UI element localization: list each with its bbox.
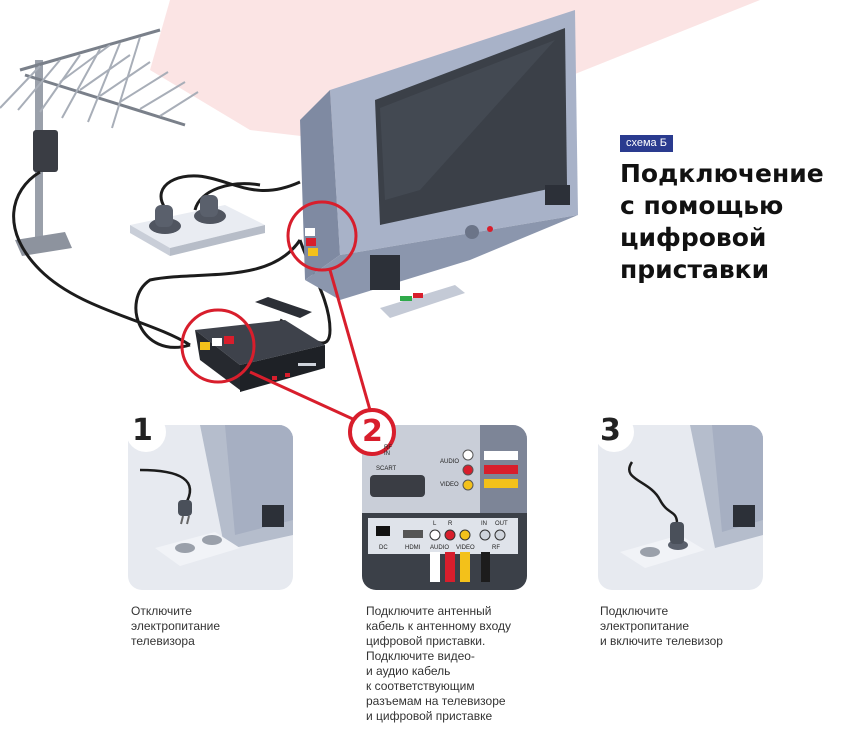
label-out: OUT (495, 521, 508, 527)
label-in: IN (481, 521, 487, 527)
step-number-2: 2 (362, 414, 383, 449)
label-dc: DC (379, 545, 388, 551)
label-scart: SCART (376, 466, 397, 472)
tv-remote-icon (380, 285, 465, 318)
step-3-caption: Подключите электропитание и включите тел… (600, 604, 723, 648)
step-number-1: 1 (132, 413, 153, 448)
page-title: Подключение с помощью цифровой приставки (620, 159, 824, 284)
label-rf-bottom: RF (492, 545, 500, 551)
callouts (180, 200, 372, 422)
label-r: R (448, 521, 453, 527)
rca-plugs-box (200, 336, 234, 350)
panel-3 (598, 425, 763, 590)
label-audio: AUDIO (440, 459, 460, 465)
step-badges (126, 408, 634, 456)
label-hdmi: HDMI (405, 545, 421, 551)
power-strip (130, 195, 265, 256)
step-number-3: 3 (600, 413, 621, 448)
tv-icon (300, 10, 578, 300)
step-2-caption: Подключите антенный кабель к антенному в… (366, 604, 512, 723)
label-audio-bottom: AUDIO (430, 545, 450, 551)
label-rf-in: RF IN (384, 445, 392, 457)
label-l: L (433, 521, 437, 527)
step-1-caption: Отключите электропитание телевизора (131, 604, 221, 648)
label-video: VIDEO (440, 482, 459, 488)
label-video-bottom: VIDEO (456, 545, 475, 551)
rca-plugs-tv (305, 228, 318, 256)
scheme-badge: схема Б (620, 135, 673, 152)
panel-1 (128, 425, 293, 590)
box-remote-icon (255, 297, 312, 318)
panel-2 (362, 425, 527, 590)
antenna-icon (0, 28, 199, 256)
